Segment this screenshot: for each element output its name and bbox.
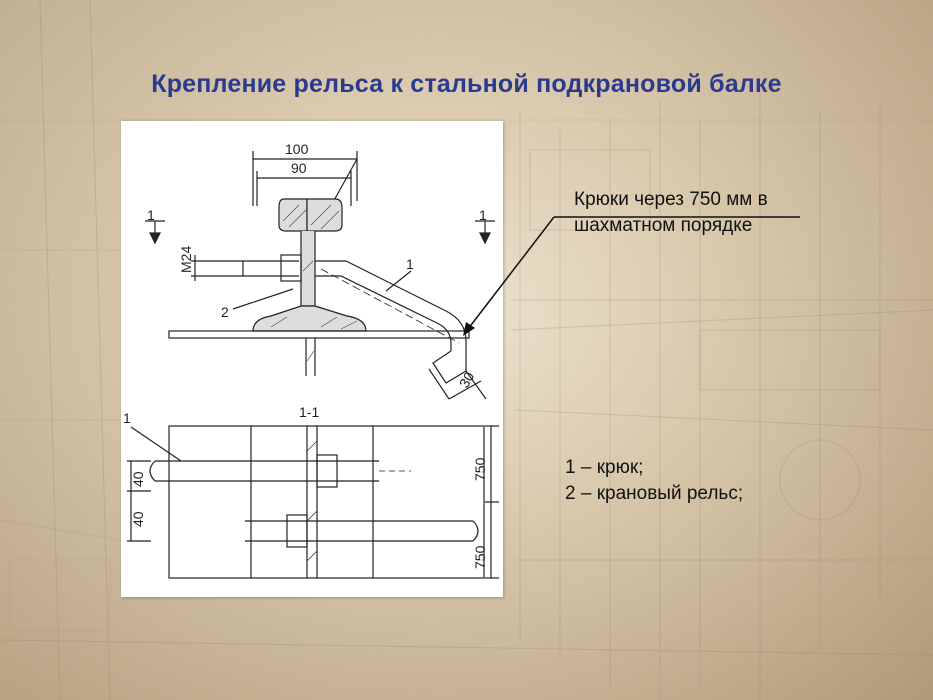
plan-nut-bottom xyxy=(286,514,308,548)
dim-label-100: 100 xyxy=(285,141,309,157)
dim-label-90: 90 xyxy=(291,160,307,176)
drawing-panel: 100 90 1 1 M24 1 2 30 1-1 1 750 750 40 4… xyxy=(121,121,503,597)
legend-item-2: 2 – крановый рельс; xyxy=(565,483,744,504)
callout-label-1: 1 xyxy=(406,256,414,272)
callout-text: Крюки через 750 мм в шахматном порядке xyxy=(574,187,768,239)
slide-title: Крепление рельса к стальной подкрановой … xyxy=(151,70,782,98)
beam-flange xyxy=(168,330,470,339)
dim-line-30 xyxy=(448,380,482,400)
bolt-size-label: M24 xyxy=(178,246,194,273)
plan-nut-top xyxy=(316,454,338,488)
section-title: 1-1 xyxy=(299,404,319,420)
section-mark-right: 1 xyxy=(479,207,487,223)
dim-label-750-top: 750 xyxy=(472,457,488,481)
hook-bar-outer xyxy=(315,260,467,351)
dim-label-40-b: 40 xyxy=(130,511,146,527)
dim-label-750-bottom: 750 xyxy=(472,545,488,569)
callout-label-2: 2 xyxy=(221,304,229,320)
callout-text-line2: шахматном порядке xyxy=(574,215,753,236)
section-mark-left: 1 xyxy=(147,207,155,223)
callout-text-line1: Крюки через 750 мм в xyxy=(574,189,768,210)
bolt-nut xyxy=(280,254,302,282)
legend-item-1: 1 – крюк; xyxy=(565,457,644,478)
rail-foot xyxy=(252,305,367,332)
legend: 1 – крюк; 2 – крановый рельс; xyxy=(565,455,743,507)
dim-label-40-a: 40 xyxy=(130,471,146,487)
dim-label-30: 30 xyxy=(456,369,478,391)
plan-callout-label-1: 1 xyxy=(123,410,131,426)
plan-view-frame xyxy=(168,425,485,579)
rail-fastening-drawing: 100 90 1 1 M24 1 2 30 1-1 1 750 750 40 4… xyxy=(123,141,499,579)
rail-web xyxy=(300,231,316,307)
rail-head-left xyxy=(278,198,308,232)
